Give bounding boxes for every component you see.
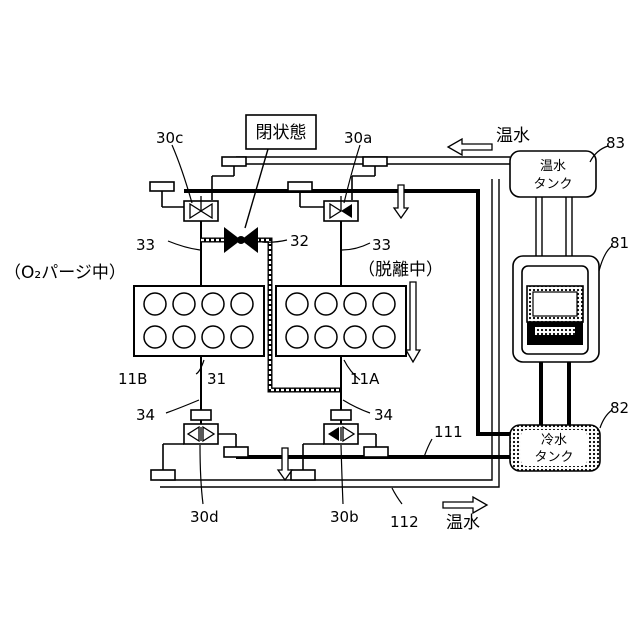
- o2-purge-label: （O₂パージ中）: [4, 263, 126, 283]
- tank-82-line2: タンク: [534, 450, 573, 465]
- arrow-left-icon: [448, 139, 492, 155]
- label-33-right: 33: [372, 236, 391, 254]
- adsorber-11a: [276, 286, 406, 356]
- label-30d: 30d: [190, 508, 219, 526]
- tank-82-line1: 冷水: [541, 433, 567, 448]
- tank-81: [513, 256, 599, 362]
- tank-82: 冷水 タンク: [510, 425, 600, 471]
- label-30b: 30b: [330, 508, 359, 526]
- label-112: 112: [390, 513, 419, 531]
- valve-30d: [184, 424, 218, 444]
- label-32: 32: [290, 232, 309, 250]
- label-30a: 30a: [344, 129, 372, 147]
- adsorber-11b: [134, 286, 264, 356]
- label-83: 83: [606, 134, 625, 152]
- tank-81-82-link: [541, 355, 569, 425]
- tank-83: 温水 タンク: [510, 151, 596, 197]
- label-30c: 30c: [156, 129, 183, 147]
- label-31: 31: [207, 370, 226, 388]
- hot-water-top-label: 温水: [496, 126, 530, 146]
- valve-32: [224, 227, 258, 253]
- valve-30a: [324, 196, 358, 221]
- label-34-right: 34: [374, 406, 393, 424]
- label-111: 111: [434, 423, 463, 441]
- label-81: 81: [610, 234, 629, 252]
- label-34-left: 34: [136, 406, 155, 424]
- valve-30b: [324, 424, 358, 444]
- tank-83-line2: タンク: [533, 177, 572, 192]
- closed-state-callout: 閉状態: [245, 115, 316, 228]
- desorbing-label: （脱離中）: [358, 260, 443, 280]
- flow-arrow-down-icon-3: [278, 448, 292, 480]
- closed-state-label: 閉状態: [256, 123, 307, 143]
- label-82: 82: [610, 399, 629, 417]
- label-11a: 11A: [350, 370, 380, 388]
- flow-arrow-down-icon-2: [406, 282, 420, 362]
- label-11b: 11B: [118, 370, 147, 388]
- valve-30c: [184, 196, 218, 221]
- hot-water-bottom-label: 温水: [446, 513, 480, 533]
- arrow-right-icon: [443, 497, 487, 513]
- label-33-left: 33: [136, 236, 155, 254]
- tank-83-line1: 温水: [540, 159, 566, 174]
